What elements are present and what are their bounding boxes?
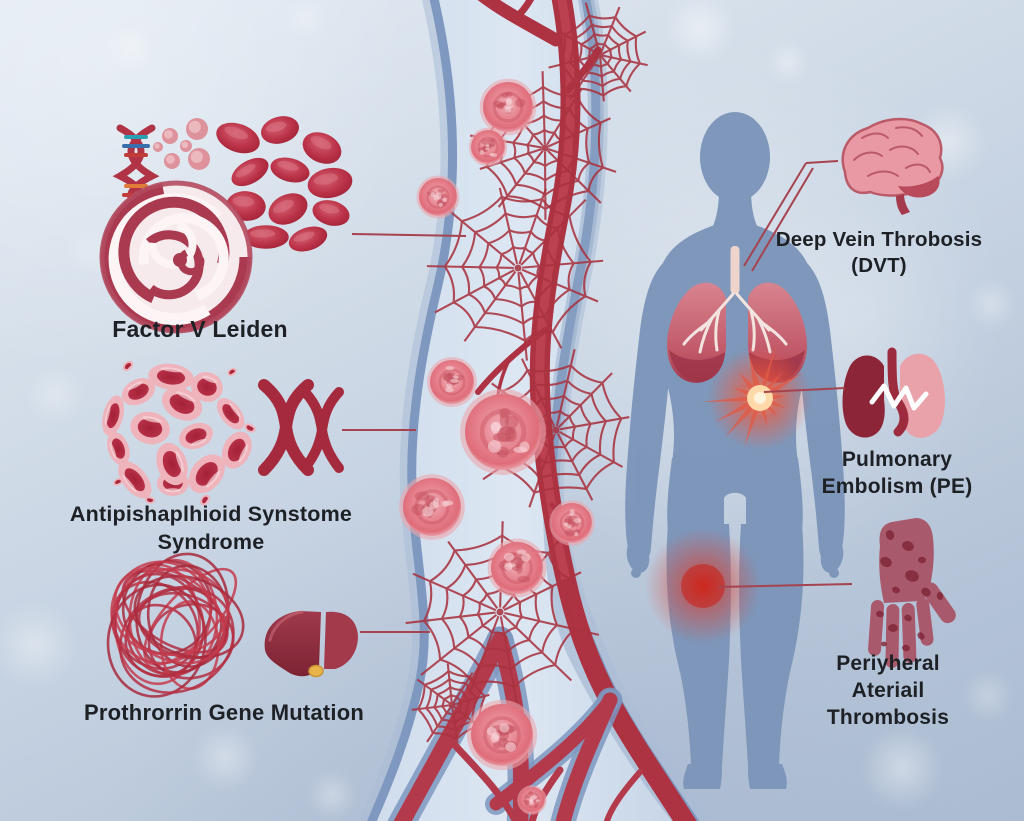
red-blood-cell (307, 167, 353, 199)
thrombus (479, 78, 537, 136)
red-blood-cell (312, 200, 350, 226)
blood-cell (107, 432, 130, 465)
pat-label: Periyheral Ateriail Thrombosis (826, 652, 950, 729)
leader-pat (717, 583, 853, 588)
red-blood-cell (302, 132, 342, 164)
blood-cell (145, 496, 155, 504)
chromosomes-icon (258, 379, 344, 476)
leader-dvt-1 (743, 162, 807, 267)
leader-dvt-2 (751, 167, 814, 272)
pulmonary-embolism-icon (842, 347, 945, 438)
red-blood-cell (270, 157, 310, 183)
thrombus (427, 357, 477, 407)
pe-label: Pulmonary Embolism (PE) (821, 448, 973, 498)
artery-twig-top (512, 0, 535, 22)
thrombus (468, 127, 508, 167)
leader-pe (763, 387, 846, 393)
blood-cell (227, 368, 237, 376)
fibrin-web (426, 187, 604, 361)
gallbladder (308, 664, 324, 678)
leader-lines (342, 160, 853, 633)
red-blood-cells-icon (216, 116, 353, 252)
blood-cell (179, 422, 213, 450)
hand-icon (868, 518, 956, 668)
fibrin-web (405, 521, 600, 706)
blood-cell (148, 363, 194, 391)
leader-dvt-3 (805, 160, 839, 164)
blood-cell (188, 454, 225, 494)
thrombus (466, 699, 538, 771)
thrombus (399, 474, 465, 540)
blood-cell (244, 423, 256, 433)
blood-cell-cluster-icon (102, 360, 256, 506)
knee-glow-core (681, 564, 725, 608)
blood-cell (200, 494, 210, 506)
blood-cell (102, 395, 125, 436)
blood-cell (118, 461, 152, 499)
red-blood-cell (243, 225, 289, 249)
fibrin-web (548, 2, 648, 102)
hand-spots (876, 530, 944, 652)
blood-cell (121, 378, 156, 406)
thrombus (416, 175, 460, 219)
red-blood-cell (261, 116, 299, 144)
fibrin-tangle-icon (106, 552, 245, 698)
blood-cell (156, 442, 188, 486)
starburst-core-inner (754, 392, 766, 404)
factor-v-leiden-label: Factor V Leiden (112, 316, 288, 342)
blood-cell (216, 398, 245, 430)
thrombi (399, 78, 595, 815)
blood-cell (191, 372, 223, 403)
blood-cell (221, 431, 252, 469)
fibrin-web (411, 663, 490, 744)
blood-cell (130, 411, 170, 445)
blood-cell (113, 478, 123, 486)
clot-swirl-icon (99, 180, 253, 334)
thrombus (460, 389, 546, 475)
thrombus (549, 500, 595, 546)
red-blood-cell (231, 157, 269, 187)
platelets-icon (153, 118, 210, 170)
blood-vessel (358, 0, 709, 821)
thrombus (487, 538, 547, 598)
prothrombin-label: Prothrorrin Gene Mutation (84, 700, 364, 725)
leader-factor-v (351, 233, 467, 237)
antiphospholipid-label: Antipishaplhioid Synstome Syndrome (69, 502, 353, 554)
red-blood-cell (268, 193, 308, 225)
brain-icon (841, 117, 944, 215)
blood-cell (122, 360, 134, 372)
thrombus (517, 785, 547, 815)
dvt-label: Deep Vein Throbosis (DVT) (775, 228, 983, 278)
red-blood-cell (288, 226, 328, 252)
blood-cell (161, 387, 203, 421)
red-blood-cell (216, 122, 260, 154)
liver-icon (264, 610, 358, 678)
